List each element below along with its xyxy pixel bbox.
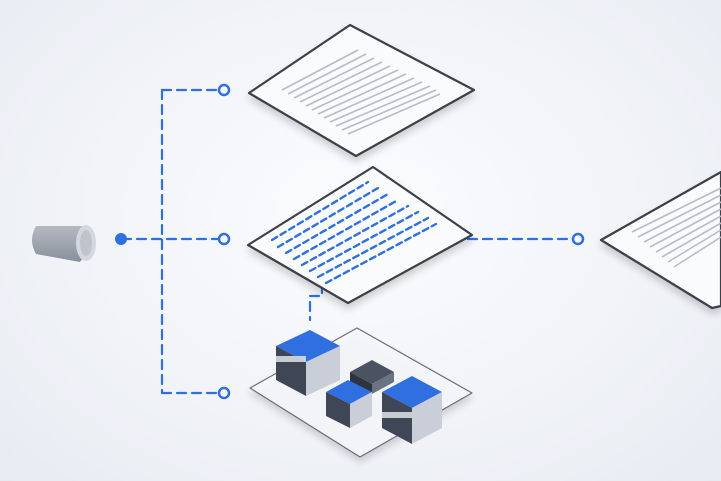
- cube-icon: [276, 330, 442, 444]
- top-document-port: [217, 83, 231, 97]
- output-document-port: [571, 232, 585, 246]
- connector-nodes: [115, 83, 585, 400]
- document-lines: [631, 187, 721, 268]
- cube-cluster-port: [217, 386, 231, 400]
- top-document-panel: [247, 23, 476, 158]
- middle-document-panel: [246, 165, 474, 305]
- cube-medium-center: [326, 380, 372, 428]
- middle-document-port: [217, 232, 231, 246]
- cube-large-left: [276, 330, 340, 396]
- output-document-panel: [599, 170, 721, 310]
- cube-small-back: [350, 360, 394, 394]
- middle-to-cubes-connector: [308, 282, 324, 322]
- document-lines: [281, 49, 441, 135]
- connectors: [120, 88, 580, 395]
- highlighted-lines: [270, 180, 438, 285]
- cube-large-right: [382, 376, 442, 444]
- source-cylinder-icon: [32, 225, 96, 262]
- source-port: [115, 233, 127, 245]
